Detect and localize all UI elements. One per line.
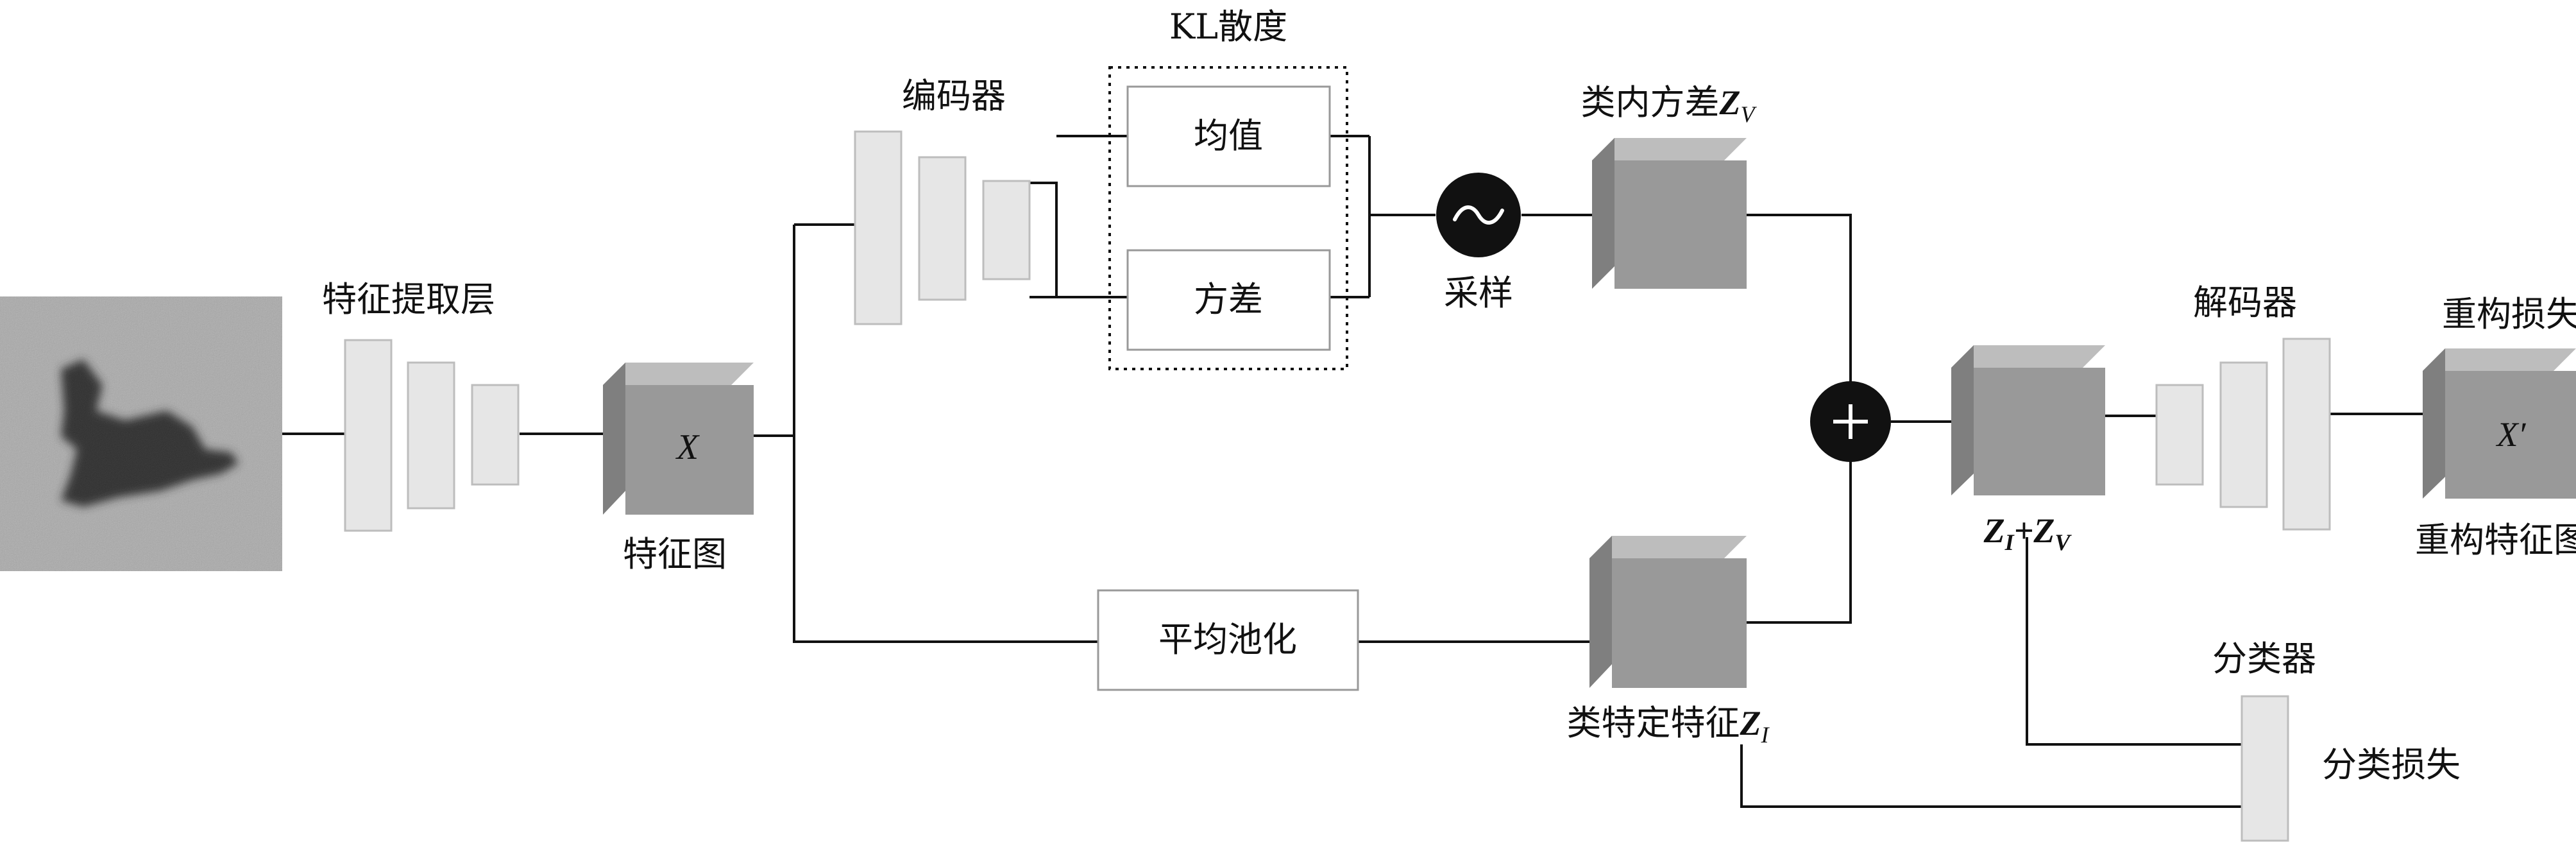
class-specific-feature-label: 类特定特征ZI: [1567, 703, 1770, 748]
encoder-block-2: [918, 156, 967, 301]
tilde-circle-icon: [1436, 173, 1521, 257]
sampling-label: 采样: [1444, 273, 1513, 313]
feature-map-cube: [603, 363, 754, 515]
reconstructed-symbol: X′: [2496, 415, 2527, 454]
fe-block-3: [471, 384, 520, 486]
class-specific-feature-text: 类特定特征: [1567, 703, 1740, 743]
combined-sub-v: V: [2055, 529, 2072, 555]
combined-feature-label: ZI+ZV: [1983, 511, 2072, 555]
encoder-label: 编码器: [902, 76, 1006, 116]
intra-class-variance-text: 类内方差: [1581, 82, 1720, 123]
avg-pooling-box: [1097, 589, 1359, 691]
plus-circle-icon: [1810, 381, 1891, 462]
combined-feature-cube: [1951, 345, 2105, 495]
reconstruction-loss-label: 重构损失: [2442, 294, 2576, 334]
decoder-block-1: [2155, 384, 2204, 486]
encoder-block-1: [854, 130, 902, 325]
combined-sub-i: I: [2004, 529, 2015, 555]
mean-box: [1126, 85, 1331, 187]
mean-label: 均值: [1194, 116, 1263, 156]
classifier-block: [2241, 695, 2289, 842]
combined-z-i: Z: [1983, 511, 2005, 550]
decoder-label: 解码器: [2193, 282, 2297, 323]
intra-class-variance-label: 类内方差ZV: [1581, 82, 1758, 127]
variance-box: [1126, 249, 1331, 351]
decoder-block-2: [2219, 361, 2268, 508]
combined-plus: +: [2014, 511, 2034, 550]
feature-extraction-label: 特征提取层: [322, 279, 495, 320]
fe-block-1: [344, 339, 393, 532]
classifier-label: 分类器: [2212, 639, 2316, 679]
decoder: [2155, 338, 2331, 531]
classification-loss-label: 分类损失: [2322, 744, 2461, 785]
connection-lines: [282, 135, 2423, 808]
intra-class-variance-cube: [1592, 138, 1747, 289]
z-v-symbol: Z: [1719, 83, 1741, 122]
z-v-subscript: V: [1741, 101, 1758, 127]
feature-map-label: 特征图: [623, 534, 727, 574]
decoder-block-3: [2282, 338, 2331, 531]
reconstructed-feature-cube: [2423, 348, 2576, 499]
feature-extraction-layer: [344, 339, 520, 532]
kl-divergence-box: [1108, 66, 1348, 370]
encoder-block-3: [982, 180, 1031, 280]
z-i-subscript: I: [1761, 722, 1770, 748]
combined-z-v: Z: [2033, 511, 2055, 550]
fe-block-2: [407, 361, 455, 510]
input-image: [0, 296, 282, 571]
variance-label: 方差: [1194, 279, 1263, 320]
class-specific-feature-cube: [1589, 536, 1747, 688]
z-i-symbol: Z: [1740, 704, 1761, 742]
kl-divergence-label: KL散度: [1169, 6, 1287, 47]
avg-pooling-label: 平均池化: [1158, 619, 1297, 660]
feature-map-symbol: X: [675, 427, 700, 467]
encoder: [854, 130, 1031, 325]
reconstructed-feature-map-label: 重构特征图: [2415, 520, 2576, 560]
